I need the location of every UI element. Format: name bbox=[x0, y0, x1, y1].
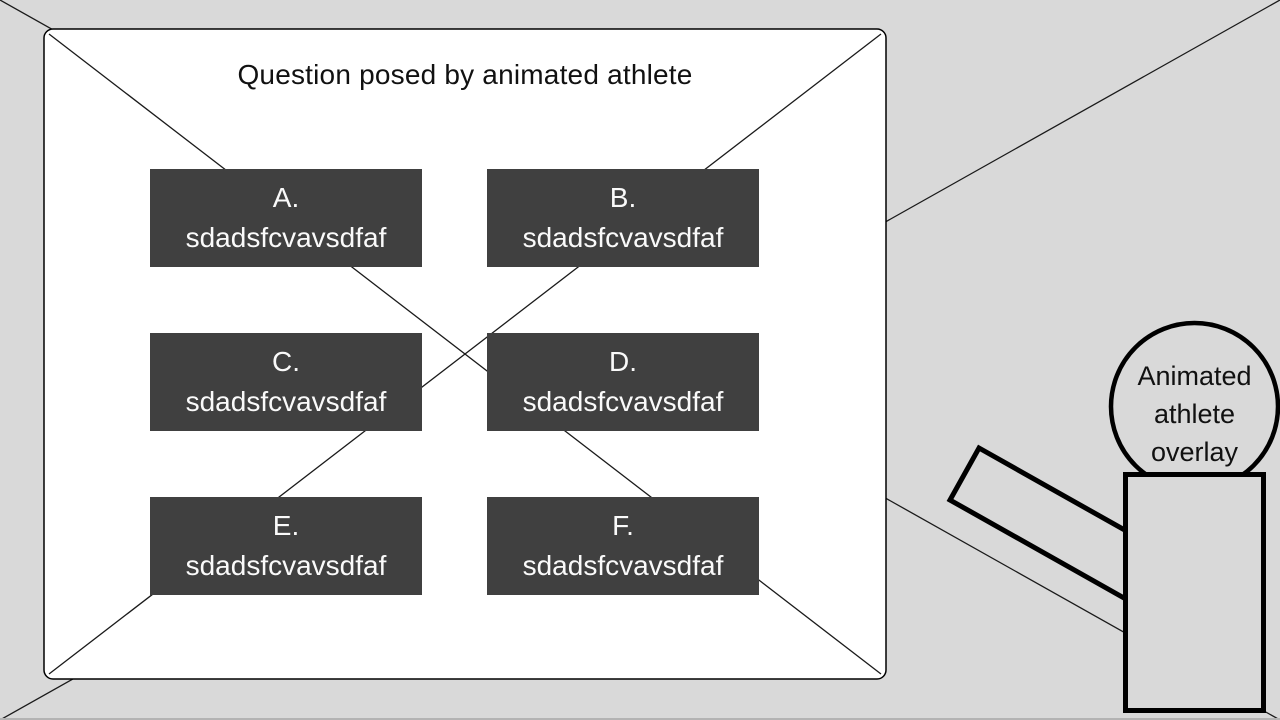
athlete-body bbox=[1123, 472, 1266, 713]
option-text: sdadsfcvavsdfaf bbox=[185, 550, 387, 581]
option-letter: C. bbox=[272, 346, 300, 377]
option-text: sdadsfcvavsdfaf bbox=[185, 386, 387, 417]
option-box-e[interactable]: E. sdadsfcvavsdfaf bbox=[150, 497, 422, 595]
option-box-c[interactable]: C. sdadsfcvavsdfaf bbox=[150, 333, 422, 431]
option-box-f[interactable]: F. sdadsfcvavsdfaf bbox=[487, 497, 759, 595]
option-text: sdadsfcvavsdfaf bbox=[522, 550, 724, 581]
option-letter: F. bbox=[612, 510, 634, 541]
option-box-d[interactable]: D. sdadsfcvavsdfaf bbox=[487, 333, 759, 431]
option-box-a[interactable]: A. sdadsfcvavsdfaf bbox=[150, 169, 422, 267]
option-letter: D. bbox=[609, 346, 637, 377]
athlete-overlay-label: Animated athlete overlay bbox=[1137, 361, 1252, 467]
option-box-b[interactable]: B. sdadsfcvavsdfaf bbox=[487, 169, 759, 267]
option-letter: B. bbox=[609, 182, 637, 213]
question-title: Question posed by animated athlete bbox=[237, 59, 693, 90]
option-letter: A. bbox=[272, 182, 300, 213]
option-letter: E. bbox=[272, 510, 300, 541]
option-text: sdadsfcvavsdfaf bbox=[522, 386, 724, 417]
option-text: sdadsfcvavsdfaf bbox=[522, 222, 724, 253]
bottom-edge-line bbox=[0, 718, 1280, 720]
option-text: sdadsfcvavsdfaf bbox=[185, 222, 387, 253]
